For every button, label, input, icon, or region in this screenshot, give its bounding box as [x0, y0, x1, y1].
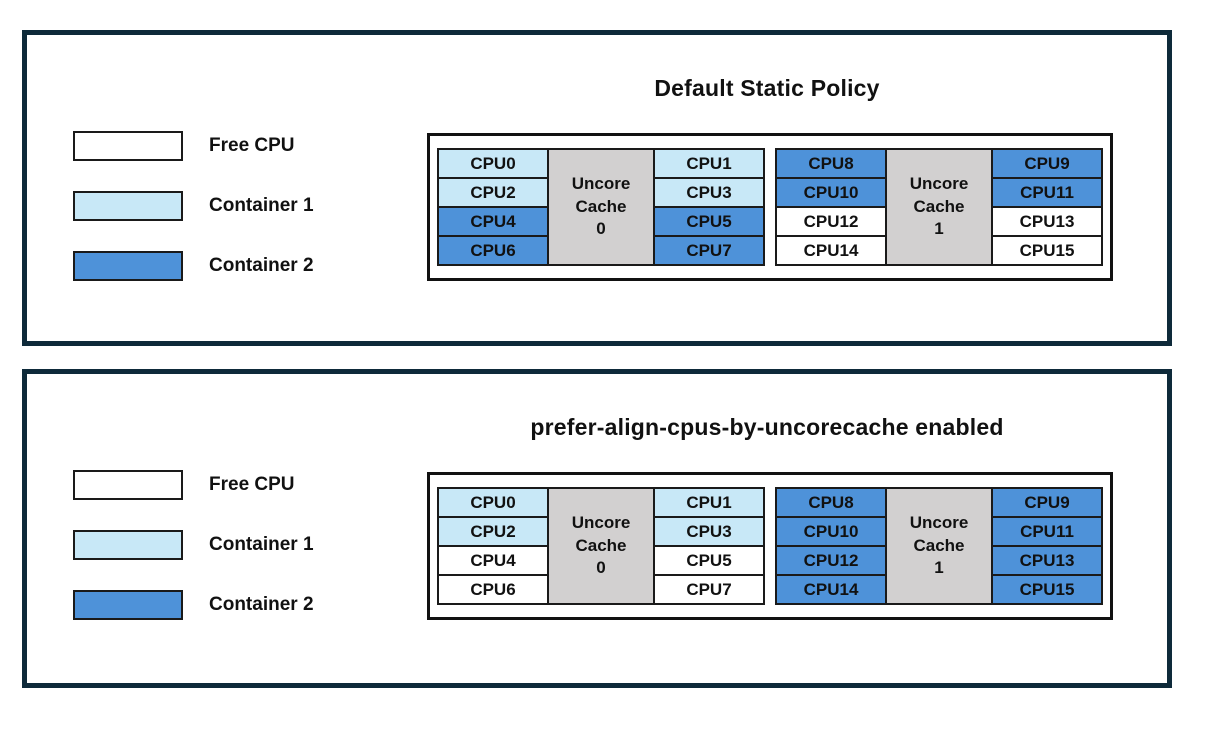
panel-title: Default Static Policy: [654, 75, 880, 101]
cache-label-line: Uncore: [909, 173, 969, 193]
legend-swatch-container-2: [73, 251, 183, 281]
uncore-cache-0-right-cpus: CPU1 CPU3 CPU5 CPU7: [655, 489, 763, 603]
cpu1-cell: CPU1: [655, 489, 763, 516]
cpu0-cell: CPU0: [439, 489, 547, 516]
legend-label: Container 1: [209, 195, 314, 216]
cpu12-cell: CPU12: [777, 547, 885, 574]
legend-swatch-container-1: [73, 191, 183, 221]
cpu9-cell: CPU9: [993, 150, 1101, 177]
cpu6-cell: CPU6: [439, 237, 547, 264]
legend-row-container-1: Container 1: [73, 191, 314, 221]
cpu4-cell: CPU4: [439, 547, 547, 574]
cache-label-line: Cache: [913, 196, 965, 216]
cache-label-line: 0: [596, 558, 606, 578]
uncore-cache-1-left-cpus: CPU8 CPU10 CPU12 CPU14: [777, 489, 885, 603]
cpu4-cell: CPU4: [439, 208, 547, 235]
cpu13-cell: CPU13: [993, 547, 1101, 574]
legend-row-container-2: Container 2: [73, 251, 314, 281]
panel-prefer-align-uncorecache: prefer-align-cpus-by-uncorecache enabled…: [22, 369, 1172, 688]
legend: Free CPU Container 1 Container 2: [73, 470, 314, 620]
cache-label-line: 0: [596, 219, 606, 239]
uncore-cache-0-group: CPU0 CPU2 CPU4 CPU6 Uncore Cache 0 CPU1 …: [437, 148, 765, 266]
legend: Free CPU Container 1 Container 2: [73, 131, 314, 281]
cache-label-line: Cache: [575, 535, 627, 555]
legend-label: Free CPU: [209, 135, 295, 156]
legend-row-container-1: Container 1: [73, 530, 314, 560]
cpu14-cell: CPU14: [777, 576, 885, 603]
uncore-cache-1-right-cpus: CPU9 CPU11 CPU13 CPU15: [993, 150, 1101, 264]
legend-row-container-2: Container 2: [73, 590, 314, 620]
legend-row-free-cpu: Free CPU: [73, 131, 314, 161]
cpu2-cell: CPU2: [439, 179, 547, 206]
cache-label-line: Cache: [913, 535, 965, 555]
uncore-cache-0-left-cpus: CPU0 CPU2 CPU4 CPU6: [439, 150, 547, 264]
uncore-cache-0-cell: Uncore Cache 0: [549, 150, 653, 264]
legend-label: Container 2: [209, 255, 314, 276]
legend-label: Free CPU: [209, 474, 295, 495]
cpu7-cell: CPU7: [655, 237, 763, 264]
cpu13-cell: CPU13: [993, 208, 1101, 235]
legend-row-free-cpu: Free CPU: [73, 470, 314, 500]
cpu5-cell: CPU5: [655, 208, 763, 235]
uncore-cache-1-group: CPU8 CPU10 CPU12 CPU14 Uncore Cache 1 CP…: [775, 148, 1103, 266]
cpu2-cell: CPU2: [439, 518, 547, 545]
cpu-topology-box: CPU0 CPU2 CPU4 CPU6 Uncore Cache 0 CPU1 …: [427, 472, 1113, 620]
uncore-cache-0-group: CPU0 CPU2 CPU4 CPU6 Uncore Cache 0 CPU1 …: [437, 487, 765, 605]
legend-swatch-container-1: [73, 530, 183, 560]
uncore-cache-1-cell: Uncore Cache 1: [887, 489, 991, 603]
cpu12-cell: CPU12: [777, 208, 885, 235]
cpu10-cell: CPU10: [777, 179, 885, 206]
uncore-cache-0-left-cpus: CPU0 CPU2 CPU4 CPU6: [439, 489, 547, 603]
cpu14-cell: CPU14: [777, 237, 885, 264]
cache-label-line: Uncore: [571, 173, 631, 193]
cpu11-cell: CPU11: [993, 179, 1101, 206]
cpu10-cell: CPU10: [777, 518, 885, 545]
uncore-cache-1-cell: Uncore Cache 1: [887, 150, 991, 264]
cpu8-cell: CPU8: [777, 150, 885, 177]
cpu3-cell: CPU3: [655, 518, 763, 545]
cpu15-cell: CPU15: [993, 237, 1101, 264]
cpu1-cell: CPU1: [655, 150, 763, 177]
cache-label-line: 1: [934, 219, 944, 239]
cpu6-cell: CPU6: [439, 576, 547, 603]
cpu0-cell: CPU0: [439, 150, 547, 177]
cpu3-cell: CPU3: [655, 179, 763, 206]
legend-label: Container 1: [209, 534, 314, 555]
uncore-cache-0-right-cpus: CPU1 CPU3 CPU5 CPU7: [655, 150, 763, 264]
cpu5-cell: CPU5: [655, 547, 763, 574]
cache-label-line: Uncore: [571, 512, 631, 532]
cache-label-line: Cache: [575, 196, 627, 216]
cpu11-cell: CPU11: [993, 518, 1101, 545]
panel-title: prefer-align-cpus-by-uncorecache enabled: [530, 414, 1004, 440]
uncore-cache-1-group: CPU8 CPU10 CPU12 CPU14 Uncore Cache 1 CP…: [775, 487, 1103, 605]
cpu9-cell: CPU9: [993, 489, 1101, 516]
cpu8-cell: CPU8: [777, 489, 885, 516]
cpu7-cell: CPU7: [655, 576, 763, 603]
cache-label-line: 1: [934, 558, 944, 578]
legend-swatch-container-2: [73, 590, 183, 620]
cpu15-cell: CPU15: [993, 576, 1101, 603]
cpu-topology-box: CPU0 CPU2 CPU4 CPU6 Uncore Cache 0 CPU1 …: [427, 133, 1113, 281]
panel-default-static-policy: Default Static Policy Free CPU Container…: [22, 30, 1172, 346]
legend-swatch-free-cpu: [73, 470, 183, 500]
legend-swatch-free-cpu: [73, 131, 183, 161]
uncore-cache-1-left-cpus: CPU8 CPU10 CPU12 CPU14: [777, 150, 885, 264]
uncore-cache-0-cell: Uncore Cache 0: [549, 489, 653, 603]
legend-label: Container 2: [209, 594, 314, 615]
uncore-cache-1-right-cpus: CPU9 CPU11 CPU13 CPU15: [993, 489, 1101, 603]
cache-label-line: Uncore: [909, 512, 969, 532]
